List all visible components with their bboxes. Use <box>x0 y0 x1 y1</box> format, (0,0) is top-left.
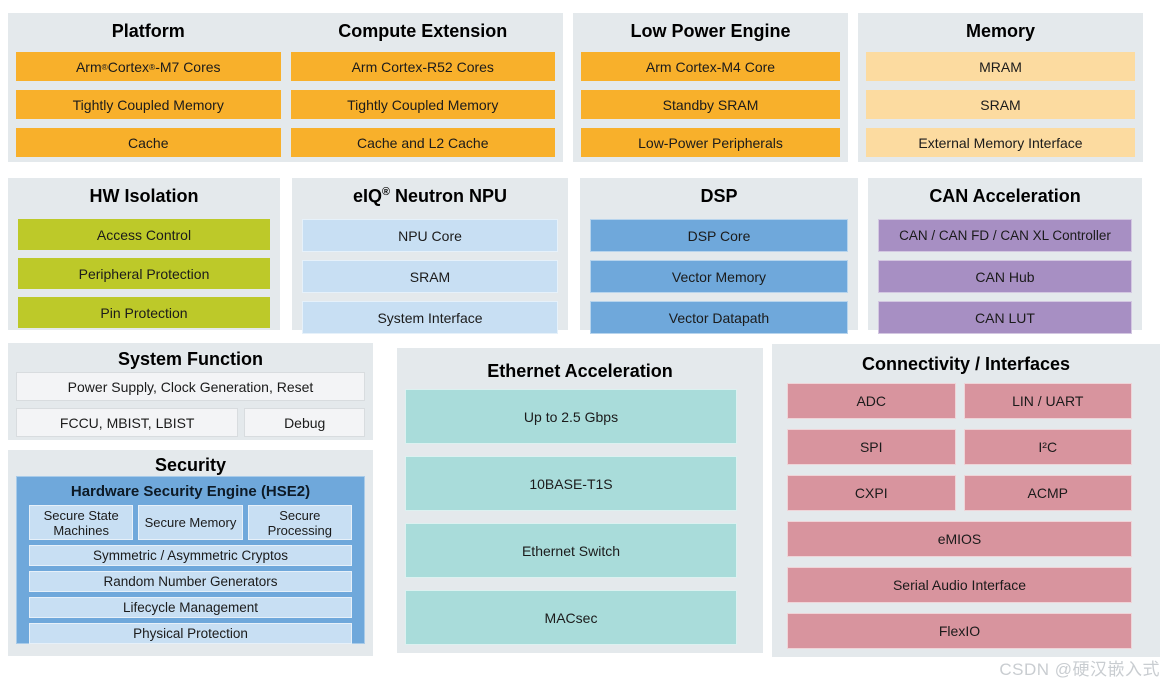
panel-system-function: System Function Power Supply, Clock Gene… <box>8 343 373 440</box>
block-bar: Serial Audio Interface <box>787 567 1132 603</box>
block-bar: I²C <box>963 429 1132 465</box>
block-bar: Symmetric / Asymmetric Cryptos <box>29 545 352 566</box>
section-platform: Platform Arm® Cortex®-M7 Cores Tightly C… <box>16 13 281 157</box>
block-bar: DSP Core <box>590 219 848 252</box>
section-title: Platform <box>111 21 185 41</box>
block-bar: Secure Processing <box>247 505 352 540</box>
block-bar: Arm® Cortex®-M7 Cores <box>16 52 281 81</box>
block-bar: FCCU, MBIST, LBIST <box>16 408 239 437</box>
block-bar: ACMP <box>963 475 1132 511</box>
panel-eiq-neutron-npu: eIQ® Neutron NPU NPU Core SRAM System In… <box>292 178 568 334</box>
section-title: Compute Extension <box>338 21 508 41</box>
block-bar: MACsec <box>405 590 737 645</box>
panel-low-power-engine: Low Power Engine Arm Cortex-M4 Core Stan… <box>573 13 848 162</box>
block-bar: ADC <box>787 383 956 419</box>
block-bar: LIN / UART <box>963 383 1132 419</box>
block-bar: System Interface <box>302 301 558 334</box>
hse-title: Hardware Security Engine (HSE2) <box>70 483 311 500</box>
panel-ethernet-acceleration: Ethernet Acceleration Up to 2.5 Gbps 10B… <box>397 348 763 653</box>
section-title: DSP <box>700 186 738 206</box>
section-title: Ethernet Acceleration <box>487 361 673 381</box>
block-bar: SRAM <box>866 90 1135 119</box>
block-bar: MRAM <box>866 52 1135 81</box>
section-title: HW Isolation <box>89 186 199 206</box>
block-bar: Secure State Machines <box>29 505 134 540</box>
block-bar: Lifecycle Management <box>29 597 352 618</box>
block-bar: CAN Hub <box>878 260 1132 293</box>
block-bar: eMIOS <box>787 521 1132 557</box>
panel-memory: Memory MRAM SRAM External Memory Interfa… <box>858 13 1143 162</box>
block-bar: Cache <box>16 128 281 157</box>
block-bar: Up to 2.5 Gbps <box>405 389 737 444</box>
block-bar: Peripheral Protection <box>18 258 270 289</box>
block-bar: Power Supply, Clock Generation, Reset <box>16 372 365 401</box>
block-bar: CXPI <box>787 475 956 511</box>
block-bar: Vector Datapath <box>590 301 848 334</box>
block-bar: SRAM <box>302 260 558 293</box>
block-bar: Tightly Coupled Memory <box>16 90 281 119</box>
block-bar: Debug <box>244 408 365 437</box>
panel-connectivity-interfaces: Connectivity / Interfaces ADC LIN / UART… <box>772 344 1160 657</box>
block-bar: Pin Protection <box>18 297 270 328</box>
block-bar: External Memory Interface <box>866 128 1135 157</box>
section-title: System Function <box>117 349 264 369</box>
section-title: eIQ® Neutron NPU <box>353 186 507 206</box>
block-bar: CAN LUT <box>878 301 1132 334</box>
block-bar: Access Control <box>18 219 270 250</box>
block-bar: FlexIO <box>787 613 1132 649</box>
block-bar: Physical Protection <box>29 623 352 644</box>
panel-dsp: DSP DSP Core Vector Memory Vector Datapa… <box>580 178 858 334</box>
block-bar: Arm Cortex-M4 Core <box>581 52 840 81</box>
block-bar: Standby SRAM <box>581 90 840 119</box>
section-compute-extension: Compute Extension Arm Cortex-R52 Cores T… <box>290 13 555 157</box>
hardware-security-engine-box: Hardware Security Engine (HSE2) Secure S… <box>16 476 365 644</box>
block-bar: Vector Memory <box>590 260 848 293</box>
block-bar: SPI <box>787 429 956 465</box>
panel-platform-compute-extension: Platform Arm® Cortex®-M7 Cores Tightly C… <box>8 13 563 162</box>
block-bar: Secure Memory <box>138 505 243 540</box>
block-bar: Cache and L2 Cache <box>290 128 555 157</box>
panel-hw-isolation: HW Isolation Access Control Peripheral P… <box>8 178 280 330</box>
block-bar: Random Number Generators <box>29 571 352 592</box>
section-title: Low Power Engine <box>630 21 791 41</box>
csdn-watermark: CSDN @硬汉嵌入式 <box>999 660 1160 679</box>
panel-security: Security Hardware Security Engine (HSE2)… <box>8 450 373 656</box>
section-title: Security <box>154 455 227 475</box>
block-bar: Arm Cortex-R52 Cores <box>290 52 555 81</box>
block-bar: NPU Core <box>302 219 558 252</box>
block-bar: CAN / CAN FD / CAN XL Controller <box>878 219 1132 252</box>
section-title: Connectivity / Interfaces <box>861 354 1071 374</box>
block-bar: 10BASE-T1S <box>405 456 737 511</box>
block-bar: Ethernet Switch <box>405 523 737 578</box>
section-title: Memory <box>965 21 1036 41</box>
section-title: CAN Acceleration <box>929 186 1081 206</box>
block-bar: Low-Power Peripherals <box>581 128 840 157</box>
panel-can-acceleration: CAN Acceleration CAN / CAN FD / CAN XL C… <box>868 178 1142 334</box>
block-bar: Tightly Coupled Memory <box>290 90 555 119</box>
